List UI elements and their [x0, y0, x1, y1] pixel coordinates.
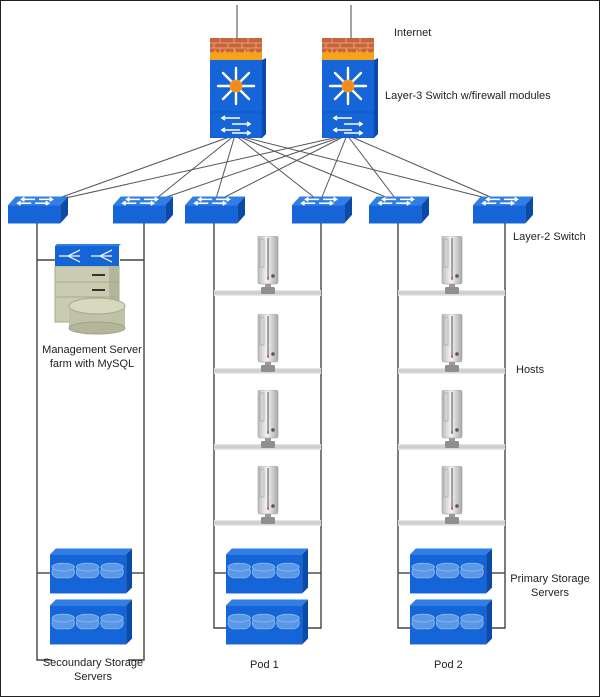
- label-pod1: Pod 1: [250, 659, 279, 671]
- primary-storage-pod2-2: [410, 599, 492, 645]
- label-primary-line2: Servers: [531, 587, 569, 599]
- label-hosts: Hosts: [516, 364, 545, 376]
- label-primary-storage: Primary Storage Servers: [508, 572, 592, 600]
- layer3-switch-firewall-2: [322, 38, 378, 138]
- secondary-storage-1: [50, 548, 132, 594]
- management-server-icon: [54, 244, 126, 335]
- primary-storage-pod1-2: [226, 599, 308, 645]
- host-pod1-1: [257, 236, 279, 295]
- host-pod2-3: [441, 390, 463, 449]
- host-pod1-4: [257, 466, 279, 525]
- uplink-lines: [47, 134, 503, 203]
- trunk-lines: [36, 222, 506, 661]
- layer2-switch-pod2-right: [473, 196, 533, 224]
- layer2-switch-mgmt-right: [113, 196, 173, 224]
- host-pod1-2: [257, 314, 279, 373]
- label-secondary-line2: Servers: [74, 671, 112, 683]
- label-layer3-switch: Layer-3 Switch w/firewall modules: [385, 90, 551, 102]
- label-management-line2: farm with MySQL: [49, 358, 135, 370]
- label-layer2-switch: Layer-2 Switch: [513, 231, 586, 243]
- host-pod1-3: [257, 390, 279, 449]
- secondary-storage-2: [50, 599, 132, 645]
- layer2-switch-pod1-left: [185, 196, 245, 224]
- label-primary-line1: Primary Storage: [510, 573, 590, 585]
- label-management-server: Management Server farm with MySQL: [40, 343, 144, 371]
- host-pod2-2: [441, 314, 463, 373]
- host-pod2-1: [441, 236, 463, 295]
- label-pod2: Pod 2: [434, 659, 463, 671]
- layer3-switch-firewall-1: [210, 38, 266, 138]
- label-management-line1: Management Server: [42, 344, 142, 356]
- primary-storage-pod2-1: [410, 548, 492, 594]
- layer2-switch-pod2-left: [369, 196, 429, 224]
- label-secondary-line1: Secoundary Storage: [42, 657, 144, 669]
- label-secondary-storage: Secoundary Storage Servers: [38, 656, 148, 684]
- layer2-switch-pod1-right: [292, 196, 352, 224]
- label-internet: Internet: [394, 27, 432, 39]
- layer2-switch-mgmt-left: [8, 196, 68, 224]
- primary-storage-pod1-1: [226, 548, 308, 594]
- host-pod2-4: [441, 466, 463, 525]
